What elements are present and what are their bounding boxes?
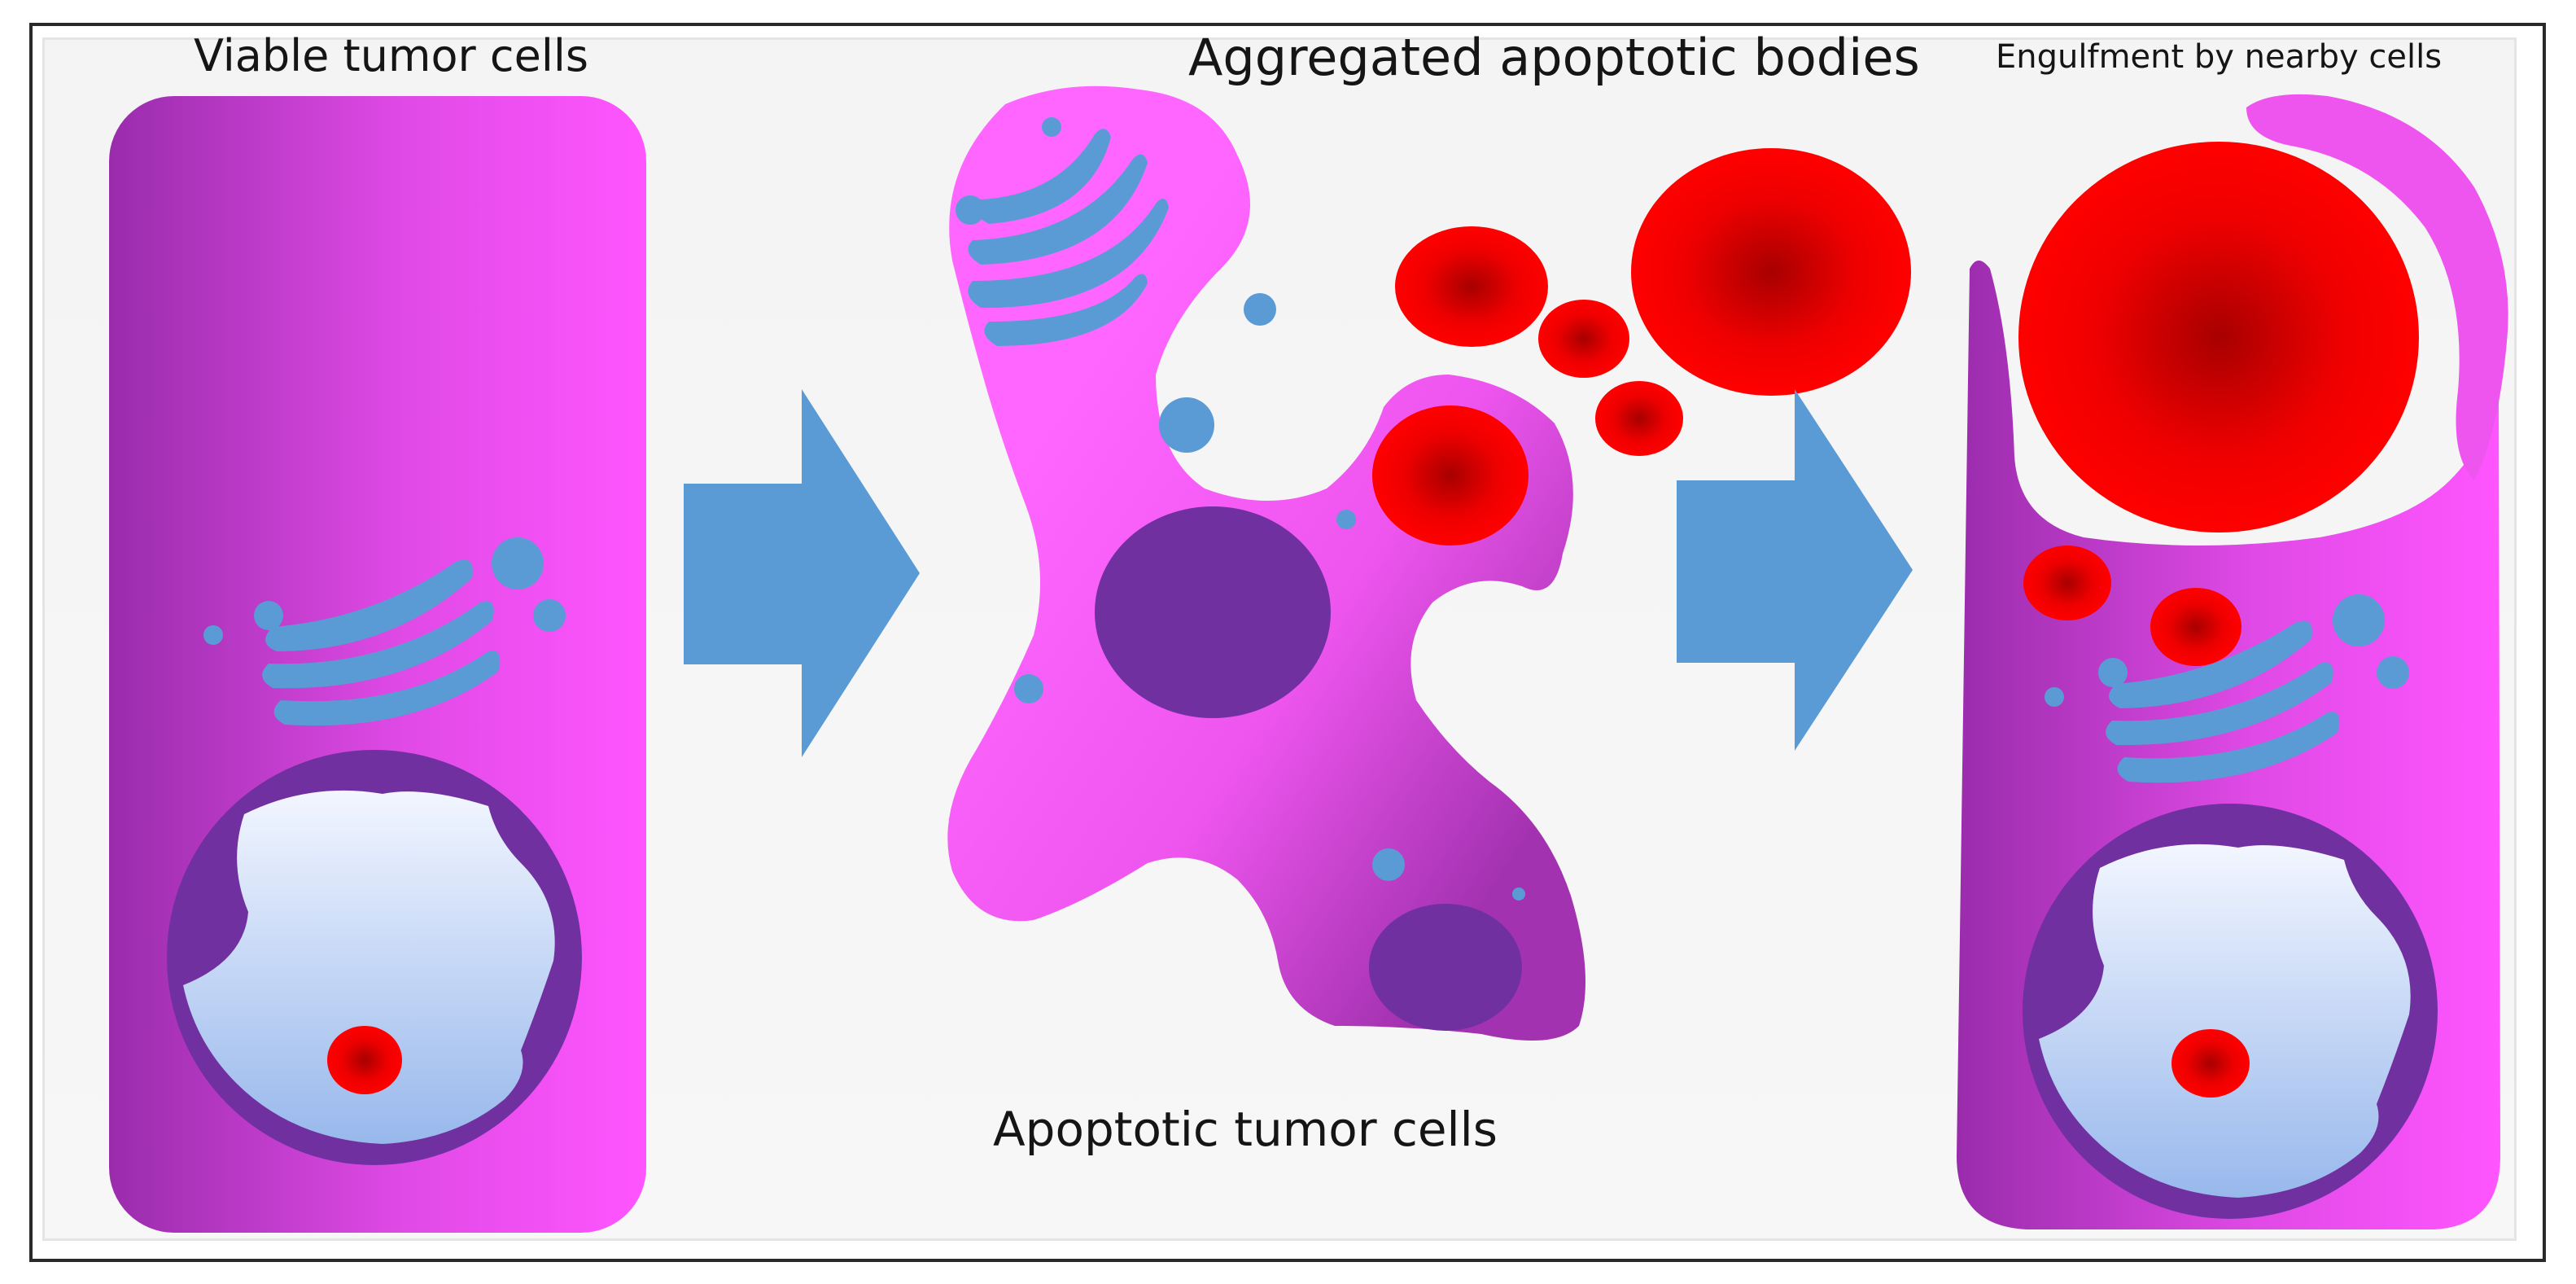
apoptotic-vesicle <box>1159 397 1214 453</box>
apoptotic-nucleus-fragment <box>1095 506 1331 718</box>
engulfed-apoptotic-body <box>2018 142 2419 532</box>
apoptotic-vesicle <box>1014 674 1043 703</box>
viable-vesicle <box>492 537 544 589</box>
label-viable-tumor-cells: Viable tumor cells <box>194 30 588 81</box>
apoptotic-body <box>1538 300 1629 378</box>
apoptotic-tumor-cell <box>947 85 1585 1041</box>
apoptotic-body <box>2150 588 2241 666</box>
apoptotic-vesicle <box>1244 293 1276 326</box>
apoptotic-body <box>2023 546 2111 620</box>
viable-tumor-cell <box>109 96 646 1233</box>
viable-golgi <box>262 559 501 726</box>
label-aggregated-apoptotic-bodies: Aggregated apoptotic bodies <box>1188 28 1920 87</box>
viable-nucleolus <box>327 1026 402 1094</box>
engulfing-cell <box>1957 94 2508 1229</box>
engulfing-vesicle <box>2045 687 2064 707</box>
apoptotic-vesicle <box>1042 117 1061 137</box>
apoptotic-golgi <box>968 129 1169 346</box>
viable-vesicle <box>533 599 566 632</box>
engulfing-vesicle <box>2377 656 2409 689</box>
engulfing-golgi <box>2106 620 2340 783</box>
apoptotic-vesicle <box>956 195 985 225</box>
apoptotic-body <box>1372 405 1529 546</box>
viable-nucleus-interior <box>183 790 555 1144</box>
apoptotic-body <box>1595 381 1683 456</box>
viable-vesicle <box>254 601 283 630</box>
apoptotic-body <box>1395 226 1548 347</box>
engulfing-nucleolus <box>2171 1029 2250 1098</box>
apoptotic-vesicle <box>1336 510 1356 529</box>
apoptotic-nucleus-fragment <box>1369 904 1522 1031</box>
arrow-right-icon <box>684 389 920 757</box>
engulfing-vesicle <box>2098 658 2128 687</box>
apoptotic-body <box>1631 148 1911 396</box>
label-apoptotic-tumor-cells: Apoptotic tumor cells <box>993 1102 1498 1157</box>
arrow-right-icon <box>1677 389 1913 751</box>
apoptotic-vesicle <box>1372 848 1405 881</box>
viable-vesicle <box>203 625 223 645</box>
engulfing-pseudopod <box>2246 94 2508 480</box>
engulfing-vesicle <box>2333 594 2385 646</box>
aggregated-apoptotic-bodies <box>1395 148 1911 456</box>
engulfing-nucleus-interior <box>2039 844 2411 1198</box>
label-engulfment-by-nearby-cells: Engulfment by nearby cells <box>1996 38 2443 76</box>
apoptotic-vesicle <box>1512 887 1525 901</box>
